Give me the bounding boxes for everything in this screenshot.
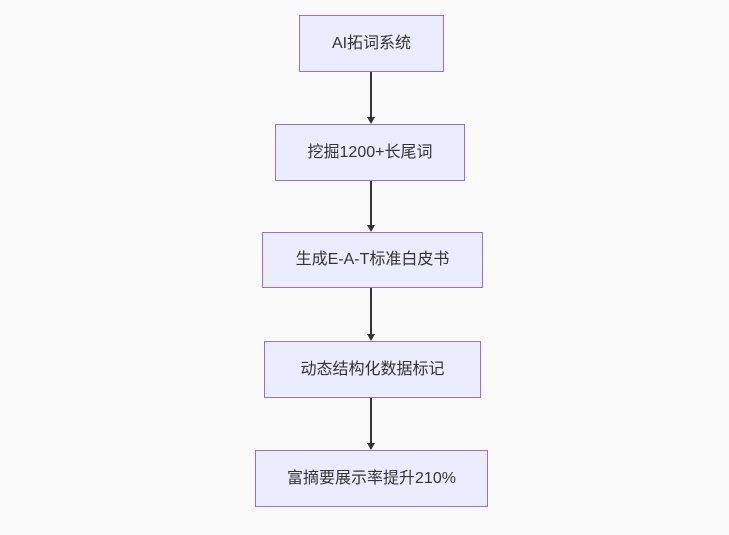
flowchart-node-ai-expansion-system: AI拓词系统	[299, 15, 444, 72]
flowchart-node-structured-data-markup: 动态结构化数据标记	[264, 341, 481, 398]
node-label: 富摘要展示率提升210%	[287, 469, 456, 487]
arrow-line	[370, 181, 372, 226]
flowchart-node-rich-snippet-result: 富摘要展示率提升210%	[255, 450, 488, 507]
flowchart-arrow-4	[366, 398, 376, 450]
node-label: AI拓词系统	[331, 34, 412, 52]
arrow-head-icon	[366, 443, 375, 450]
flowchart-arrow-1	[366, 72, 376, 124]
node-label: 动态结构化数据标记	[300, 360, 445, 378]
arrow-line	[370, 398, 372, 444]
flowchart-arrow-3	[366, 288, 376, 341]
arrow-head-icon	[366, 225, 375, 232]
arrow-line	[370, 288, 372, 335]
arrow-head-icon	[366, 117, 375, 124]
flowchart-arrow-2	[366, 181, 376, 232]
node-label: 挖掘1200+长尾词	[307, 143, 433, 161]
node-label: 生成E-A-T标准白皮书	[295, 251, 450, 268]
arrow-line	[370, 72, 372, 118]
flowchart-node-longtail-mining: 挖掘1200+长尾词	[275, 124, 465, 181]
flowchart-node-eat-whitepaper: 生成E-A-T标准白皮书	[262, 232, 483, 288]
arrow-head-icon	[366, 334, 375, 341]
